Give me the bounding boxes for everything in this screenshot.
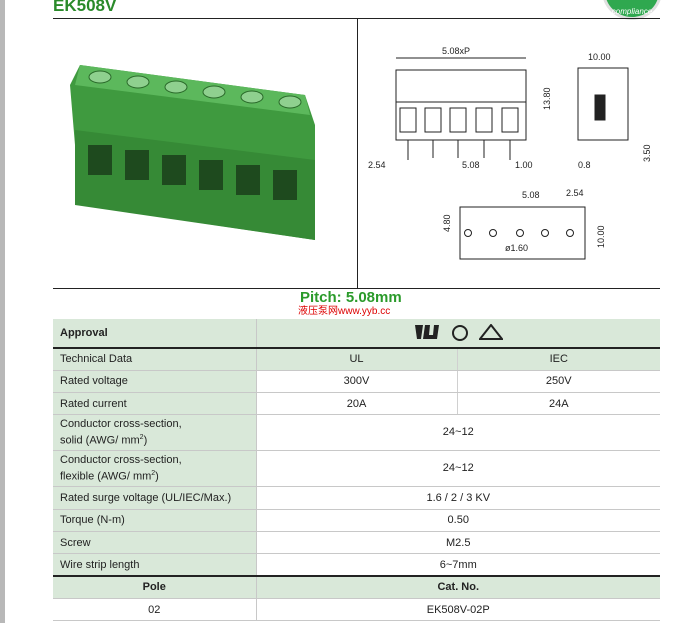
dim-label: ø1.60 bbox=[505, 243, 528, 253]
table-row: Rated surge voltage (UL/IEC/Max.) 1.6 / … bbox=[53, 486, 660, 510]
dimension-drawing: 5.08xP 10.00 13.80 2.54 5.08 1.00 0.8 3.… bbox=[368, 46, 652, 260]
watermark: 液压泵网www.yyb.cc bbox=[298, 306, 391, 317]
row-label: Rated surge voltage (UL/IEC/Max.) bbox=[53, 486, 257, 510]
table-row: 02 EK508V-02P bbox=[53, 598, 660, 622]
dim-label: 5.08 bbox=[462, 160, 480, 170]
label-line: solid (AWG/ mm bbox=[60, 434, 140, 447]
product-title: EK508V bbox=[53, 0, 117, 15]
dim-label: 5.08xP bbox=[442, 46, 470, 56]
row-label: Conductor cross-section, flexible (AWG/ m… bbox=[53, 450, 257, 488]
value: 6~7mm bbox=[256, 553, 660, 578]
label-line: Conductor cross-section, bbox=[60, 454, 182, 467]
pitch-label: Pitch: 5.08mm bbox=[300, 289, 402, 306]
table-row: Rated current 20A 24A bbox=[53, 392, 660, 416]
row-label: Torque (N-m) bbox=[53, 509, 257, 532]
dim-label: 2.54 bbox=[368, 160, 386, 170]
pole-value: 02 bbox=[53, 598, 257, 622]
table-row: Conductor cross-section,solid (AWG/ mm2)… bbox=[53, 414, 660, 452]
label-line: flexible (AWG/ mm bbox=[60, 470, 152, 483]
catno-value: EK508V-02P bbox=[256, 598, 660, 622]
row-label: Rated current bbox=[53, 392, 257, 416]
table-row: Wire strip length 6~7mm bbox=[53, 553, 660, 578]
approval-label: Approval bbox=[53, 319, 257, 349]
iec-value: 24A bbox=[457, 392, 660, 416]
row-label: Conductor cross-section,solid (AWG/ mm2) bbox=[53, 414, 257, 452]
row-label: Rated voltage bbox=[53, 370, 257, 394]
value: 24~12 bbox=[256, 450, 660, 488]
compliance-badge: compliance bbox=[602, 0, 662, 20]
dim-label: 13.80 bbox=[542, 87, 552, 110]
divider bbox=[53, 288, 660, 289]
dim-label: 3.50 bbox=[642, 144, 652, 162]
ul-value: 300V bbox=[256, 370, 458, 394]
table-row: Screw M2.5 bbox=[53, 531, 660, 555]
table-row: Pole Cat. No. bbox=[53, 576, 660, 599]
csa-icon bbox=[452, 325, 469, 341]
scrollbar-edge bbox=[0, 0, 5, 623]
table-row: Torque (N-m) 0.50 bbox=[53, 509, 660, 532]
tech-data-label: Technical Data bbox=[53, 348, 257, 371]
table-row: Rated voltage 300V 250V bbox=[53, 370, 660, 394]
table-row: Technical Data UL IEC bbox=[53, 348, 660, 371]
iec-value: 250V bbox=[457, 370, 660, 394]
label-line: Conductor cross-section, bbox=[60, 418, 182, 431]
dim-label: 10.00 bbox=[596, 225, 606, 248]
product-photo bbox=[70, 65, 315, 240]
divider bbox=[53, 18, 660, 19]
dim-label: 5.08 bbox=[522, 190, 540, 200]
row-label: Wire strip length bbox=[53, 553, 257, 578]
row-label: Screw bbox=[53, 531, 257, 555]
value: 0.50 bbox=[256, 509, 660, 532]
table-row: Conductor cross-section, flexible (AWG/ m… bbox=[53, 450, 660, 488]
dim-label: 10.00 bbox=[588, 52, 611, 62]
dim-label: 1.00 bbox=[515, 160, 533, 170]
table-row: Approval bbox=[53, 319, 660, 349]
catno-header: Cat. No. bbox=[256, 576, 660, 599]
value: 1.6 / 2 / 3 KV bbox=[256, 486, 660, 510]
spec-table: Approval Technical Data UL IEC Rated vol… bbox=[53, 319, 660, 622]
value: M2.5 bbox=[256, 531, 660, 555]
dim-label: 0.8 bbox=[578, 160, 591, 170]
approval-icons bbox=[256, 319, 660, 349]
dim-label: 4.80 bbox=[442, 214, 452, 232]
divider bbox=[357, 18, 358, 288]
pole-header: Pole bbox=[53, 576, 257, 599]
ul-header: UL bbox=[256, 348, 458, 371]
value: 24~12 bbox=[256, 414, 660, 452]
vde-icon bbox=[478, 322, 505, 343]
dim-label: 2.54 bbox=[566, 188, 584, 198]
ul-recognized-icon bbox=[413, 323, 441, 344]
ul-value: 20A bbox=[256, 392, 458, 416]
iec-header: IEC bbox=[457, 348, 660, 371]
